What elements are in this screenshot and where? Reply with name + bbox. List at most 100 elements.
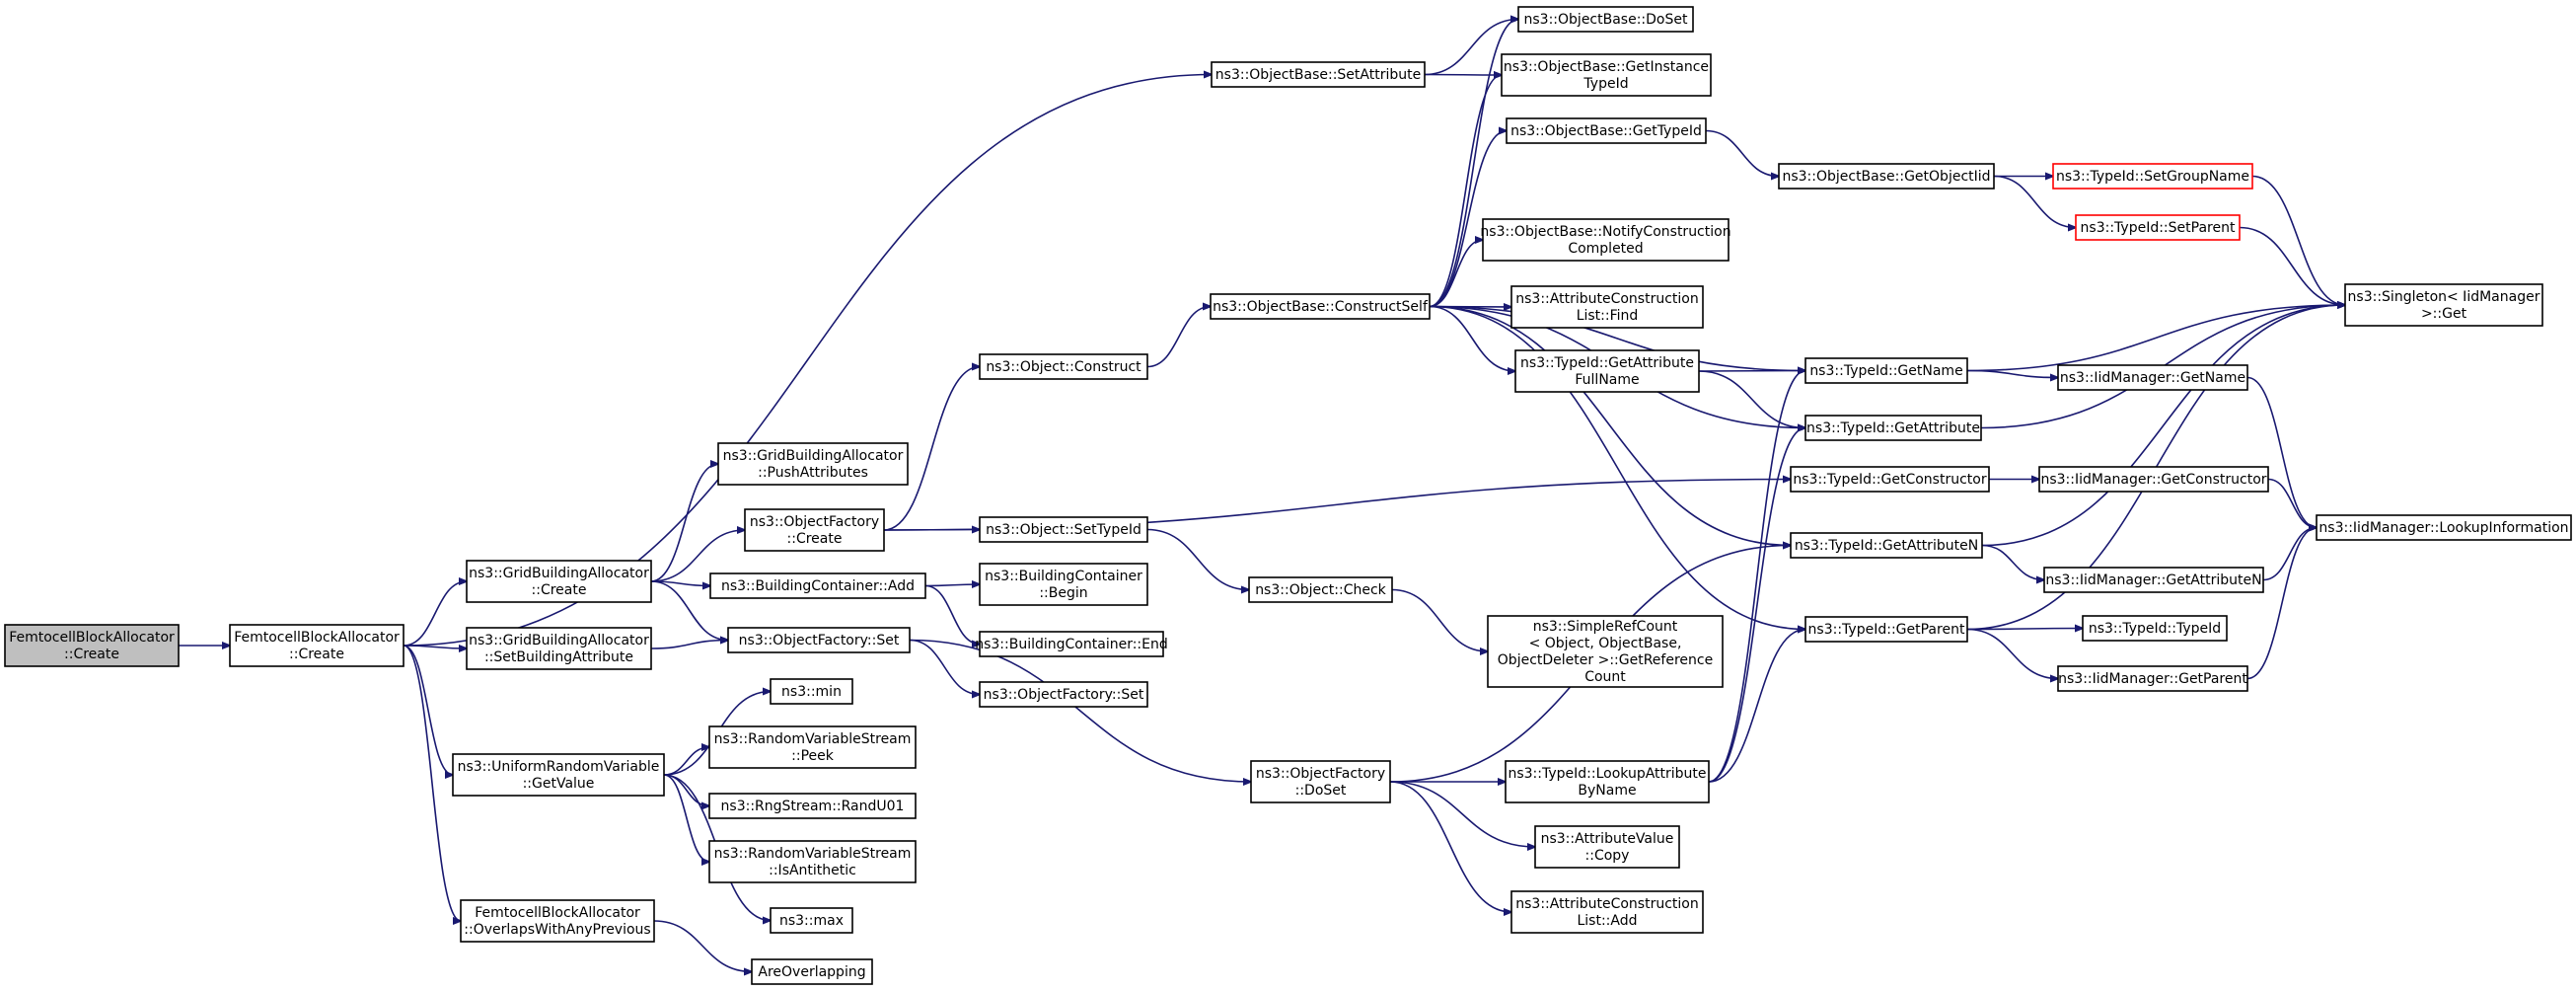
node-areoverlapping[interactable]: AreOverlapping [751,958,873,985]
node-label: ns3::ObjectFactory::Set [739,633,900,648]
node-label: FullName [1575,372,1639,388]
node-ns3-simplerefcount-object-objectbase-objectdeleter-getreference-count[interactable]: ns3::SimpleRefCount< Object, ObjectBase,… [1487,615,1724,688]
node-ns3-objectbase-gettypeid[interactable]: ns3::ObjectBase::GetTypeId [1506,117,1707,144]
edge-n-iid-getparent-to-n-iid-lookupinfo [2246,528,2317,680]
node-ns3-objectbase-notifyconstruction-completed[interactable]: ns3::ObjectBase::NotifyConstructionCompl… [1480,218,1731,262]
node-box [466,560,652,603]
node-box [979,681,1148,708]
node-ns3-typeid-getparent[interactable]: ns3::TypeId::GetParent [1804,616,1968,643]
node-ns3-objectfactory-create[interactable]: ns3::ObjectFactory::Create [744,508,885,552]
edge-n-ob-constructself-to-n-tid-getparent [1429,305,1805,630]
edge-n-ob-constructself-to-n-ob-getinstance [1429,75,1502,308]
node-ns3-iidmanager-lookupinformation[interactable]: ns3::IidManager::LookupInformation [2316,514,2572,541]
node-ns3-objectfactory-set[interactable]: ns3::ObjectFactory::Set [979,681,1148,708]
edge-n-tid-getparent-to-n-tid-typeid [1966,629,2083,630]
node-ns3-typeid-setparent[interactable]: ns3::TypeId::SetParent [2075,214,2241,241]
edge-n-fba-overlaps-to-n-areoverlapping [653,920,752,972]
edge-n-of-set-to-n-of-set2 [909,639,980,695]
node-ns3-typeid-getattribute[interactable]: ns3::TypeId::GetAttribute [1804,415,1982,441]
node-ns3-object-construct[interactable]: ns3::Object::Construct [979,353,1148,380]
node-label: ::Create [64,647,119,662]
node-label: ns3::AttributeConstruction [1515,896,1698,912]
node-ns3-buildingcontainer-end[interactable]: ns3::BuildingContainer::End [975,631,1168,657]
edge-n-urv-getvalue-to-n-rvs-isanti [663,774,709,862]
node-ns3-gridbuildingallocator-pushattributes[interactable]: ns3::GridBuildingAllocator::PushAttribut… [717,442,909,486]
node-femtocellblockallocator-create[interactable]: FemtocellBlockAllocator::Create [4,624,180,667]
node-label: ns3::Object::Check [1255,582,1386,598]
node-ns3-iidmanager-getconstructor[interactable]: ns3::IidManager::GetConstructor [2038,466,2269,493]
node-ns3-iidmanager-getparent[interactable]: ns3::IidManager::GetParent [2057,665,2248,692]
node-ns3-typeid-setgroupname[interactable]: ns3::TypeId::SetGroupName [2052,163,2253,190]
node-label: ByName [1578,783,1636,799]
node-ns3-gridbuildingallocator-setbuildingattribute[interactable]: ns3::GridBuildingAllocator::SetBuildingA… [466,627,652,670]
node-label: ns3::IidManager::GetConstructor [2040,472,2266,488]
node-ns3-min[interactable]: ns3::min [770,678,853,705]
node-ns3-randomvariablestream-peek[interactable]: ns3::RandomVariableStream::Peek [708,725,917,769]
node-ns3-objectfactory-doset[interactable]: ns3::ObjectFactory::DoSet [1250,760,1391,803]
edge-n-tid-getparent-to-n-iid-getparent [1966,628,2058,679]
node-label: ns3::UniformRandomVariable [458,759,660,775]
node-box [2057,364,2248,391]
node-label: ::Create [787,531,843,547]
node-ns3-randomvariablestream-isantithetic[interactable]: ns3::RandomVariableStream::IsAntithetic [708,840,917,883]
node-ns3-typeid-getconstructor[interactable]: ns3::TypeId::GetConstructor [1790,466,1990,493]
node-label: ::Create [289,647,344,662]
node-ns3-iidmanager-getname[interactable]: ns3::IidManager::GetName [2057,364,2248,391]
node-ns3-attributevalue-copy[interactable]: ns3::AttributeValue::Copy [1534,825,1680,869]
node-box [2057,665,2248,692]
node-ns3-max[interactable]: ns3::max [770,907,853,934]
node-ns3-objectbase-doset[interactable]: ns3::ObjectBase::DoSet [1517,6,1694,33]
node-ns3-singleton-iidmanager-get[interactable]: ns3::Singleton< IidManager >::Get [2344,283,2543,327]
node-label: >::Get [2421,306,2467,322]
node-ns3-uniformrandomvariable-getvalue[interactable]: ns3::UniformRandomVariable::GetValue [452,753,665,797]
node-femtocellblockallocator-create[interactable]: FemtocellBlockAllocator::Create [229,624,405,667]
node-ns3-typeid-typeid[interactable]: ns3::TypeId::TypeId [2082,615,2228,642]
node-box [1210,293,1431,320]
edge-n-tid-setparent-to-n-singleton-get [2239,226,2345,306]
node-label: ::DoSet [1295,783,1347,799]
node-femtocellblockallocator-overlapswithanyprevious[interactable]: FemtocellBlockAllocator::OverlapsWithAny… [460,899,655,943]
edges-layer [179,20,2345,972]
node-label: ns3::BuildingContainer [985,569,1142,584]
edge-n-fba-create-to-n-ob-setattr [403,75,1212,647]
edge-n-fba-create-to-n-urv-getvalue [403,645,453,775]
edge-n-iid-getconstructor-to-n-iid-lookupinfo [2267,478,2317,528]
node-box [1487,615,1724,688]
node-ns3-object-settypeid[interactable]: ns3::Object::SetTypeId [979,516,1148,543]
node-box [1510,890,1704,934]
node-box [1804,357,1968,384]
edge-n-gba-create-to-n-of-set [650,580,728,641]
node-label: ns3::IidManager::GetParent [2058,671,2247,687]
node-ns3-object-check[interactable]: ns3::Object::Check [1248,576,1393,603]
edge-n-fba-create-to-n-gba-create [403,581,467,647]
edge-n-bc-add-to-n-bc-begin [924,584,980,586]
node-ns3-buildingcontainer-add[interactable]: ns3::BuildingContainer::Add [709,572,926,599]
node-label: ns3::IidManager::GetName [2060,370,2245,386]
node-ns3-rngstream-randu01[interactable]: ns3::RngStream::RandU01 [708,793,917,819]
node-box [466,627,652,670]
node-box [2075,214,2241,241]
node-label: List::Add [1577,913,1637,929]
edge-n-tid-lookupattr-to-n-tid-getattribute [1708,428,1805,783]
node-ns3-objectbase-getobjectiid[interactable]: ns3::ObjectBase::GetObjectIid [1778,163,1995,190]
node-ns3-iidmanager-getattributen[interactable]: ns3::IidManager::GetAttributeN [2043,567,2264,593]
node-box [717,442,909,486]
edge-n-urv-getvalue-to-n-rvs-peek [663,747,709,776]
node-box [1482,218,1730,262]
node-box [1778,163,1995,190]
node-label: ns3::ObjectFactory::Set [984,687,1144,703]
node-ns3-buildingcontainer-begin[interactable]: ns3::BuildingContainer::Begin [979,563,1148,606]
edge-n-ob-constructself-to-n-ob-notify [1429,240,1483,308]
node-ns3-objectbase-constructself[interactable]: ns3::ObjectBase::ConstructSelf [1210,293,1431,320]
node-ns3-objectfactory-set[interactable]: ns3::ObjectFactory::Set [727,627,911,653]
node-box [229,624,405,667]
node-ns3-gridbuildingallocator-create[interactable]: ns3::GridBuildingAllocator::Create [466,560,652,603]
node-ns3-objectbase-setattribute[interactable]: ns3::ObjectBase::SetAttribute [1211,61,1426,88]
node-ns3-typeid-getattributen[interactable]: ns3::TypeId::GetAttributeN [1790,532,1983,559]
node-ns3-typeid-getname[interactable]: ns3::TypeId::GetName [1804,357,1968,384]
